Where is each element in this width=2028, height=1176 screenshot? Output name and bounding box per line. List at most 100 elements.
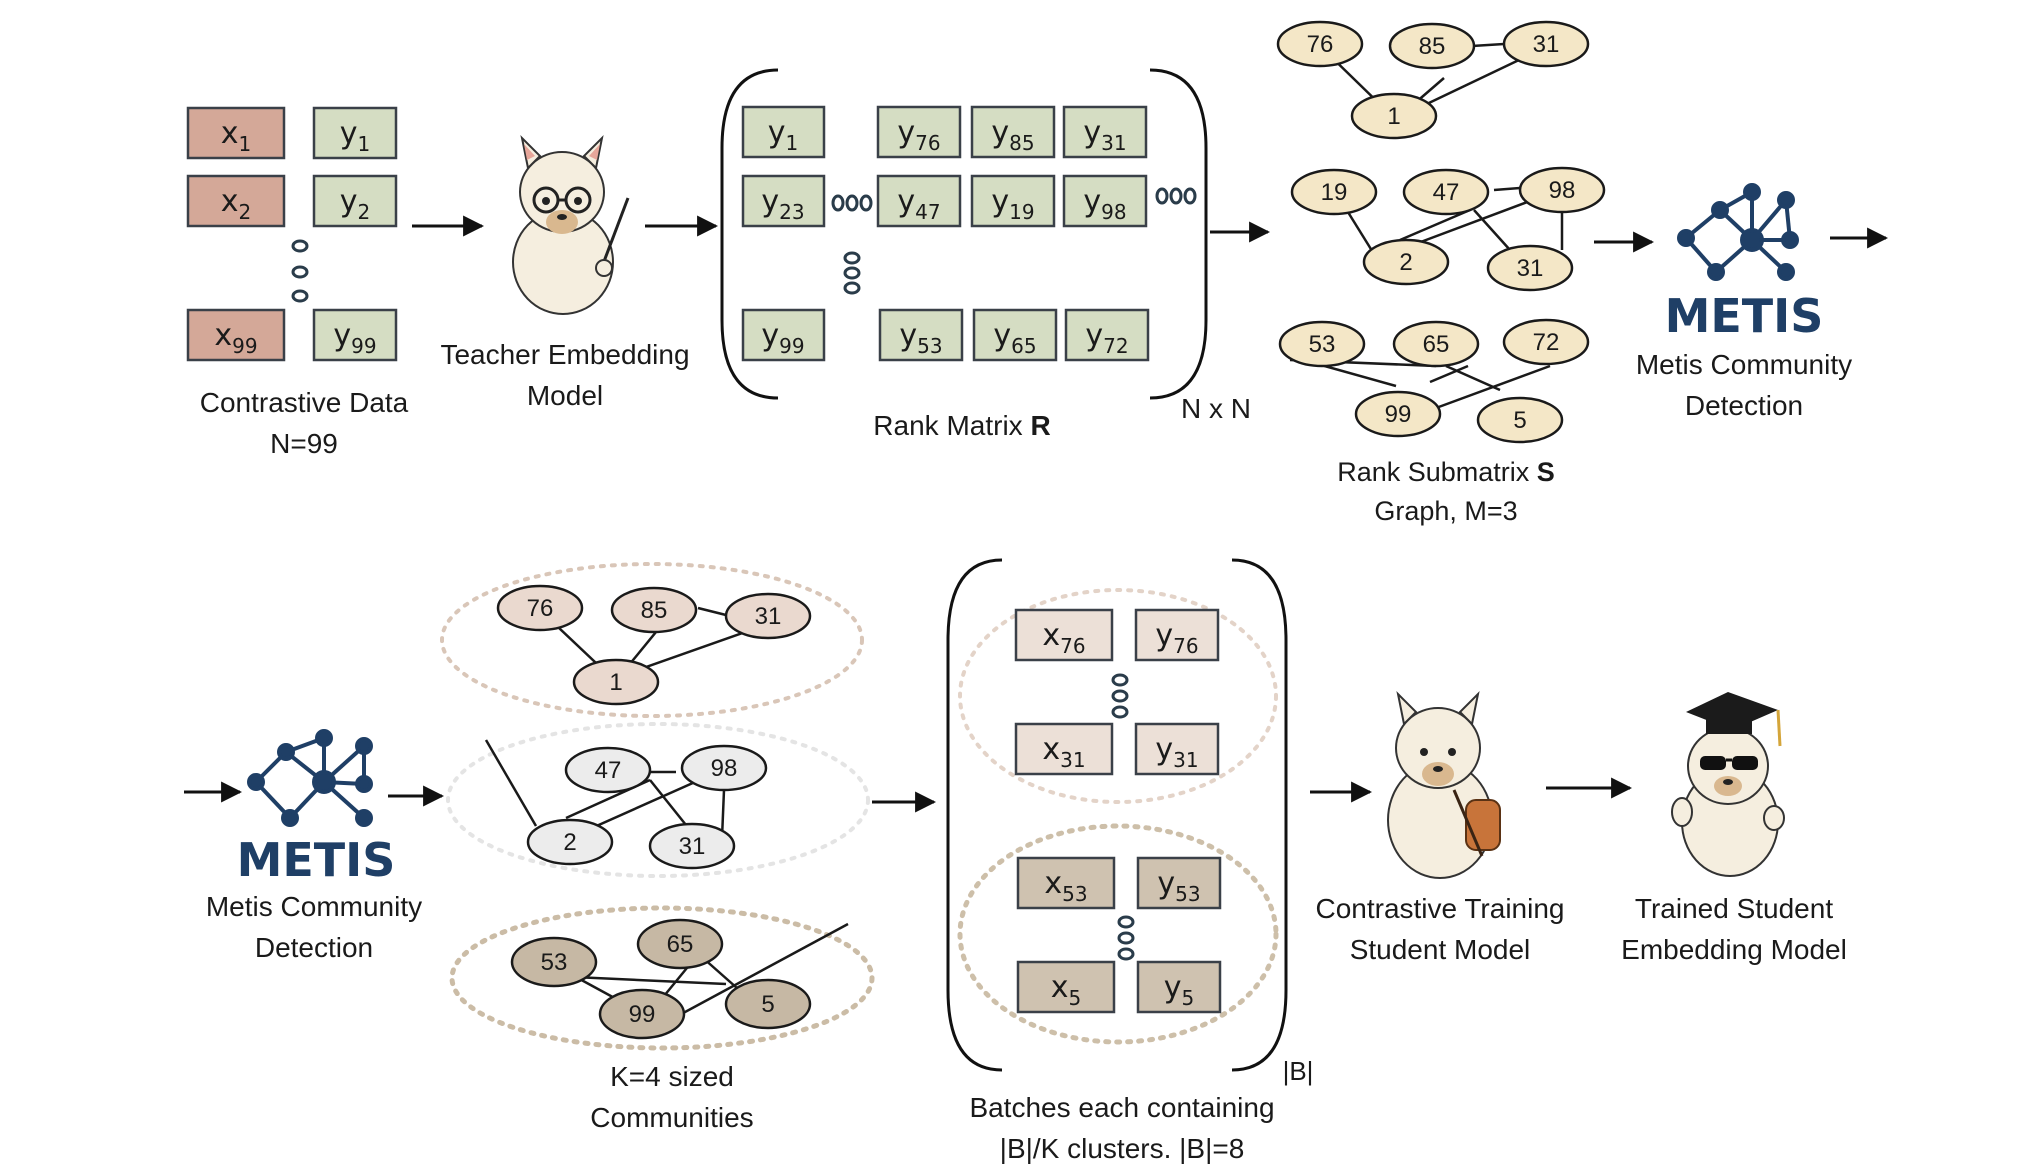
student-caption: Contrastive Training (1315, 893, 1564, 924)
contrastive-data-caption: Contrastive Data (200, 387, 409, 418)
svg-text:y2: y2 (340, 184, 371, 224)
trained-caption-line2: Embedding Model (1621, 934, 1847, 965)
graph-node: 98 (1518, 166, 1606, 214)
network-graph-icon (247, 729, 373, 827)
svg-text:2: 2 (1399, 249, 1412, 276)
graph-node: 76 (1276, 20, 1364, 68)
svg-text:47: 47 (595, 757, 622, 784)
svg-text:99: 99 (629, 1001, 656, 1028)
graph-node: 2 (1362, 238, 1450, 286)
svg-text:y31: y31 (1155, 732, 1198, 772)
svg-text:y31: y31 (1083, 115, 1126, 155)
y-box: y23 (741, 174, 826, 228)
metis-caption-line2: Detection (1685, 390, 1803, 421)
svg-text:x99: x99 (214, 318, 257, 358)
graph-node: 1 (1350, 92, 1438, 140)
svg-text:y53: y53 (1157, 866, 1200, 906)
svg-text:y5: y5 (1164, 970, 1195, 1010)
student-caption-line2: Student Model (1350, 934, 1531, 965)
community-node: 53 (510, 936, 598, 988)
batch-size-label: |B| (1283, 1056, 1314, 1086)
ellipsis-dots-icon (831, 194, 873, 212)
ellipsis-dots-icon (1117, 915, 1135, 961)
communities-caption: K=4 sized (610, 1061, 734, 1092)
svg-text:y99: y99 (333, 318, 376, 358)
svg-text:72: 72 (1533, 329, 1560, 356)
svg-text:99: 99 (1385, 401, 1412, 428)
svg-text:x1: x1 (221, 116, 252, 156)
svg-text:x31: x31 (1042, 732, 1085, 772)
ellipsis-dots-icon (843, 251, 861, 295)
svg-text:31: 31 (1533, 31, 1560, 58)
svg-text:5: 5 (1513, 407, 1526, 434)
matrix-left-bracket (720, 68, 779, 400)
ellipsis-dots-icon (291, 239, 309, 303)
svg-text:x5: x5 (1051, 970, 1082, 1010)
y-box: y31 (1062, 105, 1148, 159)
svg-text:y23: y23 (761, 184, 804, 224)
svg-text:x53: x53 (1044, 866, 1087, 906)
y-box: y5 (1136, 960, 1222, 1014)
community-node: 5 (724, 978, 812, 1030)
cluster-boundary (958, 588, 1278, 804)
community-node: 31 (724, 592, 812, 640)
y-box: y99 (312, 308, 398, 362)
community-node: 47 (564, 746, 652, 794)
y-box: y47 (876, 174, 962, 228)
svg-text:y1: y1 (768, 115, 799, 155)
ellipsis-dots-icon (1155, 187, 1197, 205)
community-boundary (449, 905, 875, 1051)
y-box: y1 (312, 106, 398, 160)
community-boundary (440, 562, 864, 718)
llama-graduate-icon (1671, 692, 1785, 877)
x-box: x76 (1014, 608, 1114, 662)
svg-text:65: 65 (1423, 331, 1450, 358)
graph-node: 47 (1402, 168, 1490, 216)
matrix-right-bracket (1149, 68, 1208, 400)
cluster-boundary (957, 823, 1279, 1045)
graph-node: 85 (1388, 22, 1476, 70)
y-box: y65 (972, 308, 1058, 362)
community-node: 98 (680, 744, 768, 792)
network-graph-icon (1677, 183, 1799, 281)
svg-text:y65: y65 (993, 318, 1036, 358)
svg-text:76: 76 (1307, 31, 1334, 58)
svg-text:85: 85 (1419, 33, 1446, 60)
graph-node: 31 (1502, 20, 1590, 68)
svg-text:47: 47 (1433, 179, 1460, 206)
svg-text:98: 98 (1549, 177, 1576, 204)
svg-text:76: 76 (527, 595, 554, 622)
metis-logo-text: METIS (237, 833, 396, 887)
y-box: y72 (1064, 308, 1150, 362)
x-box: x1 (186, 106, 286, 160)
y-box: y53 (1136, 856, 1222, 910)
ellipsis-dots-icon (1111, 673, 1129, 719)
y-box: y53 (878, 308, 964, 362)
svg-text:x76: x76 (1042, 618, 1085, 658)
submatrix-caption: Rank Submatrix S (1337, 457, 1555, 487)
community-node: 2 (526, 818, 614, 866)
metis-caption: Metis Community (1636, 349, 1852, 380)
batch-right-bracket (1231, 558, 1288, 1072)
graph-node: 19 (1290, 168, 1378, 216)
svg-text:y85: y85 (991, 115, 1034, 155)
svg-text:19: 19 (1321, 179, 1348, 206)
x-box: x2 (186, 174, 286, 228)
y-box: y31 (1134, 722, 1220, 776)
y-box: y85 (970, 105, 1056, 159)
community-node: 76 (496, 584, 584, 632)
communities: 76 85 31 1 47 98 2 31 53 65 99 5 K=4 siz… (440, 562, 875, 1133)
teacher-caption: Teacher Embedding (440, 339, 689, 370)
rank-submatrix-nodes: 76 85 31 1 19 47 98 2 31 53 65 72 99 5 (1276, 20, 1606, 444)
metis-caption-line2: Detection (255, 932, 373, 963)
contrastive-data-count: N=99 (270, 428, 338, 459)
y-box: y2 (312, 174, 398, 228)
community-node: 99 (598, 988, 686, 1040)
svg-text:y76: y76 (897, 115, 940, 155)
svg-text:53: 53 (1309, 331, 1336, 358)
llama-student-icon (1387, 690, 1501, 879)
svg-text:31: 31 (679, 833, 706, 860)
llama-teacher-icon (512, 134, 630, 315)
x-box: x31 (1014, 722, 1114, 776)
